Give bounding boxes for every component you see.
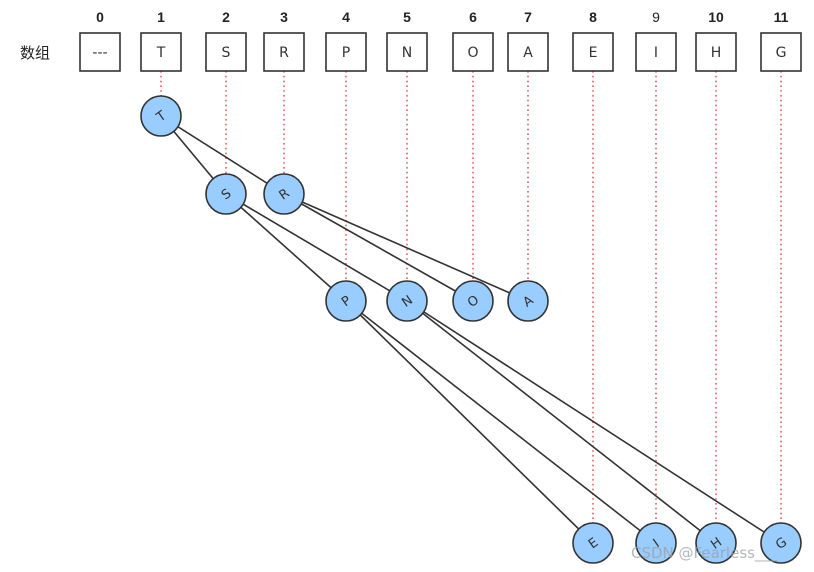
tree-edge — [283, 193, 474, 302]
tree-edge — [225, 193, 408, 302]
tree-node — [263, 173, 305, 215]
array-cell-value: I — [654, 45, 658, 61]
dotted-links — [160, 71, 782, 523]
tree-edge — [283, 193, 529, 302]
array-cell-value: --- — [92, 45, 107, 61]
index-label: 6 — [469, 9, 477, 25]
index-label: 4 — [342, 9, 350, 25]
array-cell-value: P — [342, 45, 350, 61]
tree-edge — [160, 115, 285, 195]
array-cell — [325, 32, 367, 72]
tree-edge — [225, 193, 347, 302]
array-cell-value: O — [467, 45, 478, 61]
tree-node — [140, 95, 182, 137]
array-cell — [507, 32, 549, 72]
tree-node — [325, 280, 367, 322]
array-cell-value: N — [402, 45, 412, 61]
tree-edge — [345, 300, 657, 544]
array-cell-value: H — [711, 45, 722, 61]
array-cell-value: R — [279, 45, 289, 61]
array-row: 数组 0 --- 1T 2S 3R 4P 5N 6O 7A 8E 9I 10H 11G — [20, 9, 802, 72]
tree-node — [572, 522, 614, 564]
array-cell-value: T — [156, 45, 166, 61]
tree-node — [760, 522, 802, 564]
array-cell-value: S — [222, 45, 231, 61]
tree-edge — [406, 300, 782, 544]
index-label: 5 — [403, 9, 411, 25]
array-cell-value: G — [776, 45, 787, 61]
array-cell — [386, 32, 428, 72]
array-cell-value: A — [523, 45, 533, 61]
index-label: 2 — [222, 9, 230, 25]
array-cell-value: E — [589, 45, 598, 61]
tree-node — [386, 280, 428, 322]
index-label: 9 — [652, 9, 660, 25]
array-cell — [452, 32, 494, 72]
tree-node — [695, 522, 737, 564]
tree-node — [205, 173, 247, 215]
index-label: 10 — [708, 9, 724, 25]
array-label: 数组 — [20, 44, 50, 62]
array-cell — [572, 32, 614, 72]
index-label: 11 — [774, 9, 789, 25]
index-label: 7 — [524, 9, 532, 25]
tree-node — [635, 522, 677, 564]
array-cell — [760, 32, 802, 72]
index-label: 0 — [96, 9, 104, 25]
watermark: CSDN @Fearless___ — [631, 544, 778, 563]
index-label: 8 — [589, 9, 597, 25]
array-cell — [205, 32, 247, 72]
tree-node — [452, 280, 494, 322]
tree-edge — [345, 300, 594, 544]
tree-edge — [406, 300, 717, 544]
tree-edges — [160, 115, 782, 544]
tree-node-label: I — [651, 537, 663, 551]
array-cell — [263, 32, 305, 72]
array-cell — [140, 32, 182, 72]
index-label: 1 — [157, 9, 165, 25]
array-cell — [635, 32, 677, 72]
index-label: 3 — [280, 9, 288, 25]
array-cell — [79, 32, 121, 72]
array-cell — [695, 32, 737, 72]
tree-node — [507, 280, 549, 322]
